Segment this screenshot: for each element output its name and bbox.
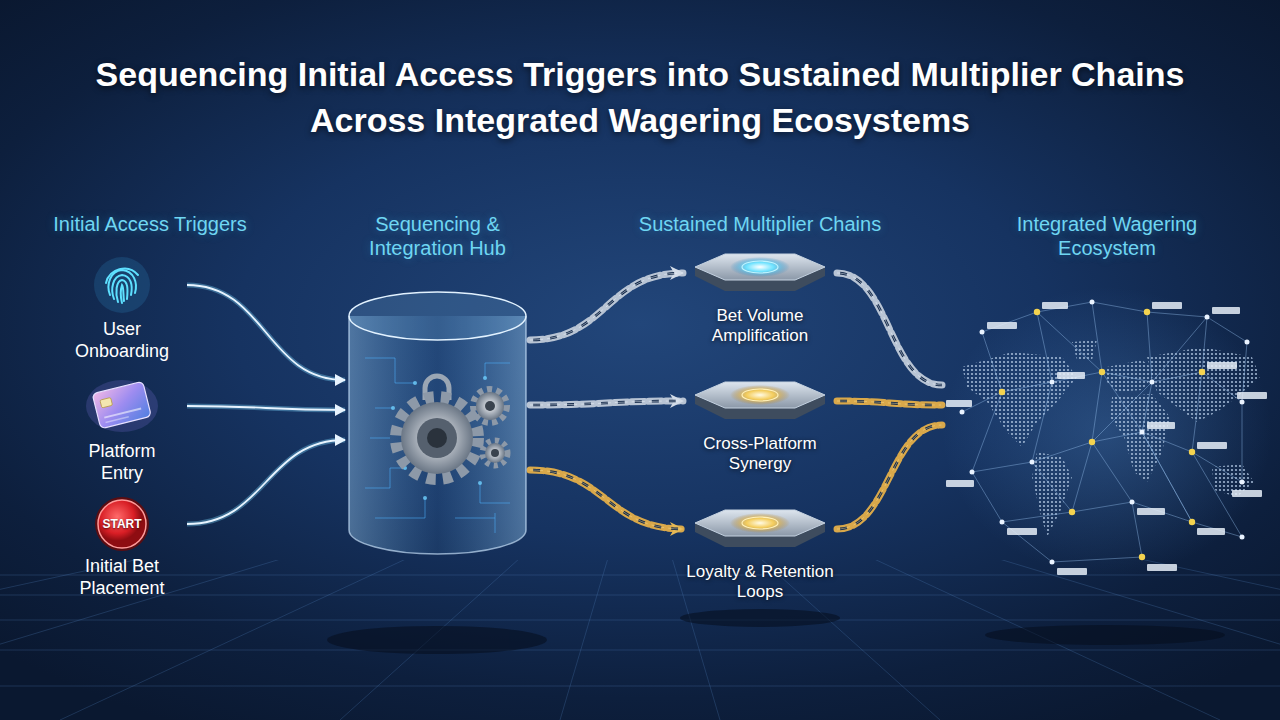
node-heading: Integrated Wagering Ecosystem xyxy=(992,212,1222,260)
flow-arrow xyxy=(187,440,345,524)
button-label: START xyxy=(102,518,141,530)
fingerprint-icon xyxy=(92,255,152,315)
chain-connector xyxy=(530,273,683,340)
trigger-node: User Onboarding xyxy=(57,255,187,362)
node-label: Initial Bet Placement xyxy=(67,556,177,599)
start-button: START xyxy=(94,496,150,552)
node-label: Bet Volume Amplification xyxy=(683,306,837,347)
multiplier-node: Bet Volume Amplification xyxy=(683,248,837,347)
drop-shadows xyxy=(327,609,1225,654)
column-heading: Initial Access Triggers xyxy=(53,212,246,236)
flow-arrow xyxy=(187,285,345,380)
trigger-node: Platform Entry xyxy=(57,375,187,484)
chain-connector xyxy=(837,425,942,529)
flow-arrow xyxy=(187,406,345,410)
node-label: Loyalty & Retention Loops xyxy=(683,562,837,603)
world-map xyxy=(942,272,1272,582)
node-label: User Onboarding xyxy=(67,319,177,362)
grid-floor xyxy=(0,560,1280,720)
hub-cylinder xyxy=(345,288,530,558)
hexagon-token xyxy=(685,376,835,426)
card-icon xyxy=(82,375,162,437)
multiplier-node: Cross-Platform Synergy xyxy=(683,376,837,475)
chain-connector xyxy=(837,273,942,385)
hub-node: Sequencing & Integration Hub xyxy=(345,212,530,558)
start-button-slot: START xyxy=(94,496,150,552)
column-heading: Sustained Multiplier Chains xyxy=(639,212,881,236)
node-label: Platform Entry xyxy=(67,441,177,484)
chain-connector xyxy=(530,470,683,529)
diagram-title: Sequencing Initial Access Triggers into … xyxy=(85,52,1195,144)
node-heading: Sequencing & Integration Hub xyxy=(350,212,525,260)
chain-connector xyxy=(837,401,942,405)
node-label: Cross-Platform Synergy xyxy=(683,434,837,475)
hexagon-token xyxy=(685,248,835,298)
chain-connector xyxy=(530,401,683,405)
hexagon-token xyxy=(685,504,835,554)
ecosystem-node: Integrated Wagering Ecosystem xyxy=(942,212,1272,582)
multiplier-node: Loyalty & Retention Loops xyxy=(683,504,837,603)
trigger-node: START Initial Bet Placement xyxy=(57,496,187,599)
